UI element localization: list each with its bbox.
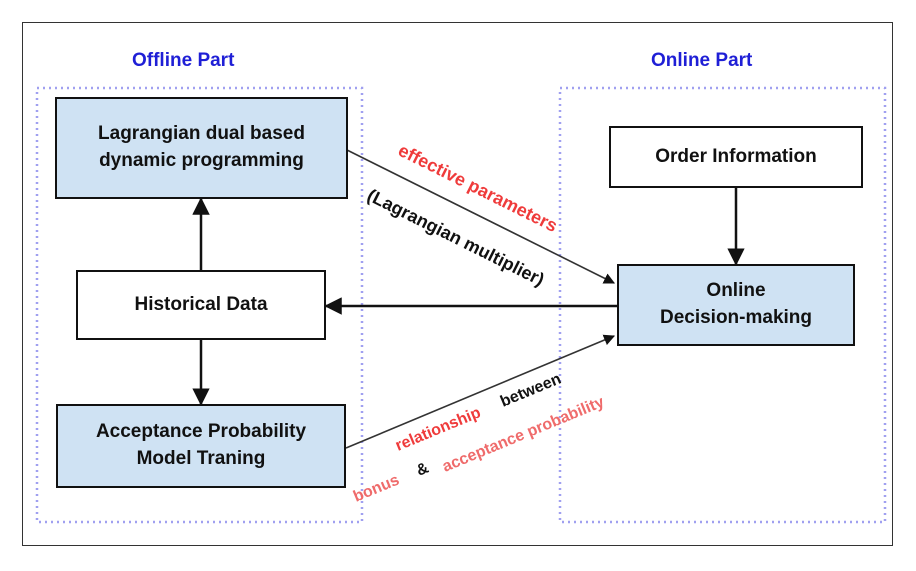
historical-data-node: Historical Data — [76, 270, 326, 340]
online-region — [558, 86, 887, 524]
offline-part-title: Offline Part — [132, 50, 235, 71]
arrow-lagrangian-to-online — [346, 149, 616, 284]
acceptance-model-node: Acceptance Probability Model Traning — [56, 404, 346, 488]
arrow-acceptance-to-online — [345, 334, 616, 449]
online-decision-node: Online Decision-making — [617, 264, 855, 346]
order-information-node: Order Information — [609, 126, 863, 188]
online-part-title: Online Part — [651, 50, 753, 71]
lagrangian-dp-node: Lagrangian dual based dynamic programmin… — [55, 97, 348, 199]
